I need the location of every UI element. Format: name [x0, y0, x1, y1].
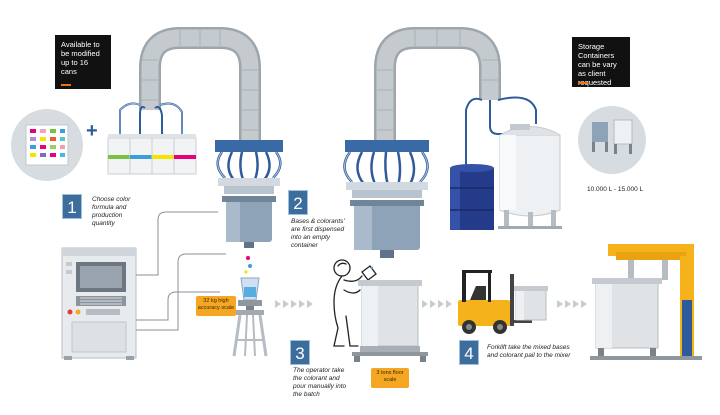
step-4-number: 4 — [459, 340, 479, 365]
step-2-number: 2 — [288, 190, 308, 215]
left-gray-duct — [139, 27, 261, 140]
plus-sign: + — [86, 120, 98, 142]
forklift — [458, 270, 548, 334]
colorant-cans — [107, 134, 197, 175]
step-2-text: Bases & colorants' are first dispensed i… — [291, 218, 345, 249]
flow-arrows — [275, 300, 587, 308]
storage-note-accent — [578, 82, 588, 84]
right-dispenser — [343, 140, 429, 258]
control-wiring — [136, 211, 226, 331]
operator-figure — [333, 259, 377, 347]
step-4-text: Forklift take the mixed bases and colora… — [487, 344, 571, 359]
mixer — [590, 244, 702, 360]
step-3-number: 3 — [290, 340, 310, 365]
can-feed-tubes-light — [119, 102, 183, 138]
cans-note-text: Available to be modified up to 16 cans — [61, 40, 100, 76]
navy-drum — [450, 164, 494, 230]
storage-note-text: Storage Containers can be vary as client… — [578, 42, 617, 87]
small-scale — [232, 277, 268, 357]
storage-note: Storage Containers can be vary as client… — [572, 37, 630, 87]
batch-tank — [352, 280, 428, 362]
control-panel — [61, 247, 137, 360]
small-scale-tag: 32 kg high accuracy scale — [196, 296, 236, 316]
left-dispenser — [215, 140, 283, 274]
cans-note: Available to be modified up to 16 cans — [55, 35, 111, 89]
step-1-number: 1 — [62, 194, 82, 219]
floor-scale-tag: 3 tons floor scale — [371, 368, 409, 388]
storage-tank — [498, 124, 562, 229]
storage-capacity-label: 10.000 L - 15.000 L — [587, 186, 644, 193]
storage-feed-tubes — [465, 96, 537, 168]
capacity-icon — [578, 106, 646, 174]
cans-note-accent — [61, 84, 71, 86]
can-grid-icon — [11, 109, 83, 181]
right-gray-duct — [374, 27, 501, 140]
step-3-text: The operator take the colorant and pour … — [293, 367, 347, 398]
step-1-text: Choose color formula and production quan… — [92, 196, 131, 227]
